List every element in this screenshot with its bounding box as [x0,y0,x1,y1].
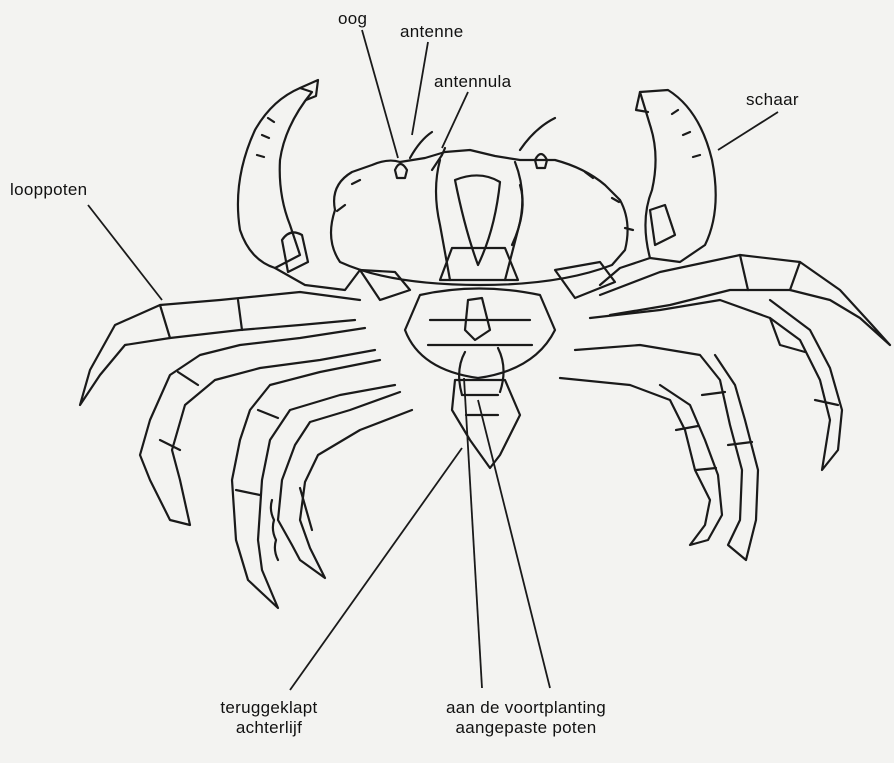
right-legs [560,255,890,560]
label-antenne: antenne [400,22,464,42]
label-schaar: schaar [746,90,799,110]
label-poten-line1: aan de voortplanting [400,698,652,718]
left-claw [238,80,360,290]
label-teruggeklapt-achterlijf: teruggeklapt achterlijf [204,698,334,738]
sternum [405,289,555,469]
leader-schaar [718,112,778,150]
leader-poten-b [478,400,550,688]
carapace [331,118,633,300]
leader-achterlijf [290,448,462,690]
leader-antenne [412,42,428,135]
label-achterlijf-line2: achterlijf [204,718,334,738]
leader-oog [362,30,398,158]
label-aangepaste-poten: aan de voortplanting aangepaste poten [400,698,652,738]
label-oog: oog [338,9,367,29]
right-claw [600,90,716,285]
leader-antennula [442,92,468,148]
label-achterlijf-line1: teruggeklapt [204,698,334,718]
leader-poten-a [464,378,482,688]
left-legs [80,292,412,608]
label-looppoten: looppoten [10,180,87,200]
leader-looppoten [88,205,162,300]
label-antennula: antennula [434,72,511,92]
label-poten-line2: aangepaste poten [400,718,652,738]
